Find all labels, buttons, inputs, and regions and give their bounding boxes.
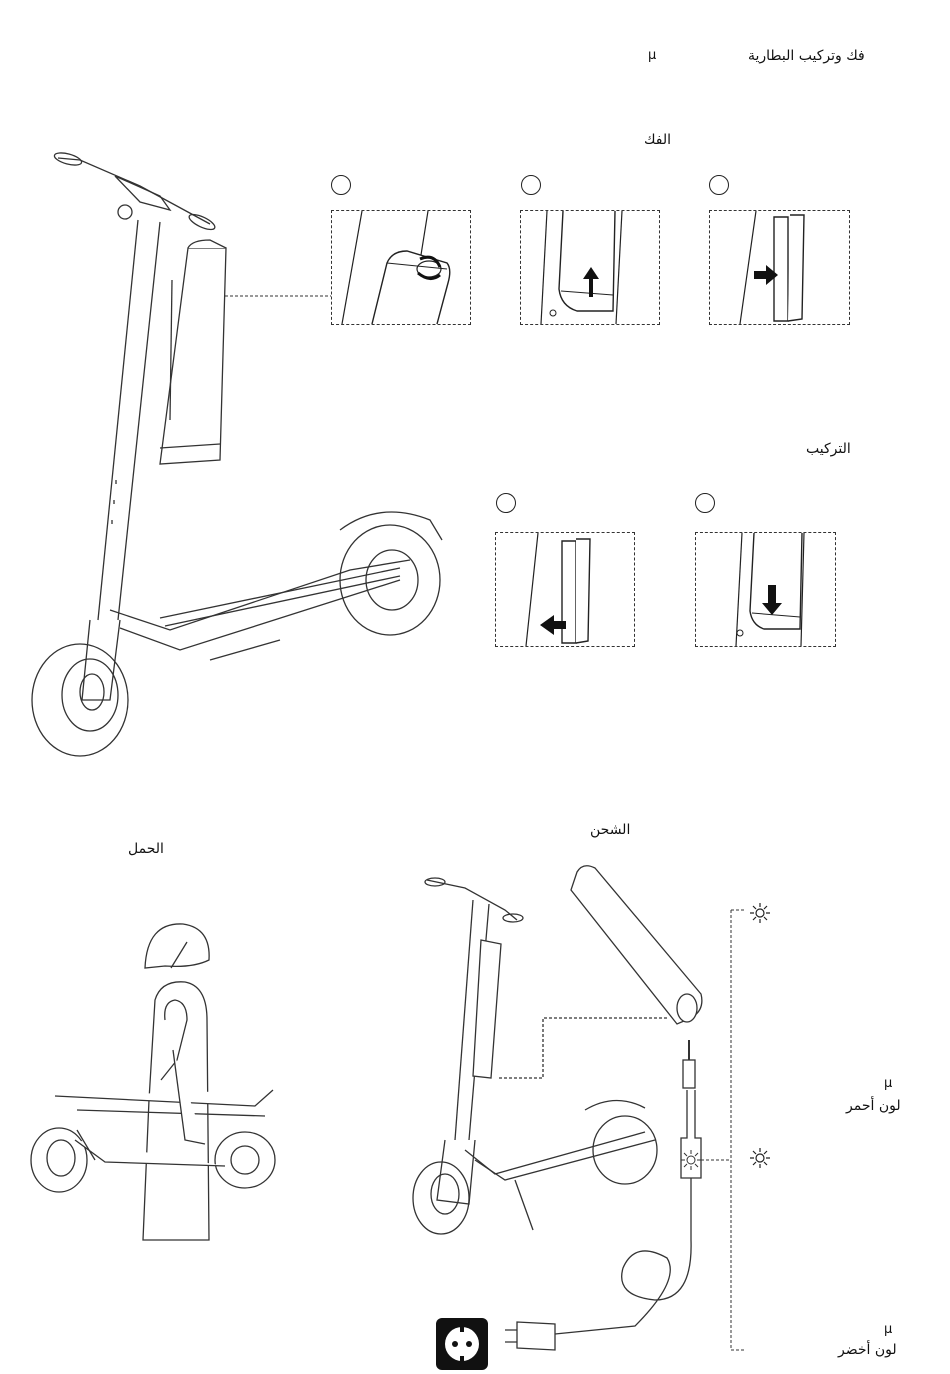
insert-illustration [496,533,634,646]
battery-detached [160,240,226,464]
green-light-label: لون أخضر [838,1342,897,1358]
installation-heading: التركيب [806,441,851,457]
install-circle-1 [695,493,715,513]
install-circle-2 [496,493,516,513]
scooter-illustration [20,140,480,900]
install-step-push [695,532,836,647]
charging-illustration [405,860,735,1360]
carrying-illustration [25,920,285,1250]
wall-socket-icon [436,1318,488,1370]
green-mu-symbol: µ [884,1322,892,1337]
adapter-light-icon [681,1150,701,1170]
install-step-insert [495,532,635,647]
push-down-illustration [696,533,835,646]
indicator-sun-icon-2 [750,1148,770,1168]
red-light-label: لون أحمر [846,1098,901,1114]
indicator-sun-icon [750,903,770,923]
carrying-heading: الحمل [128,841,164,857]
red-mu-symbol: µ [884,1076,892,1091]
charging-heading: الشحن [590,822,630,838]
